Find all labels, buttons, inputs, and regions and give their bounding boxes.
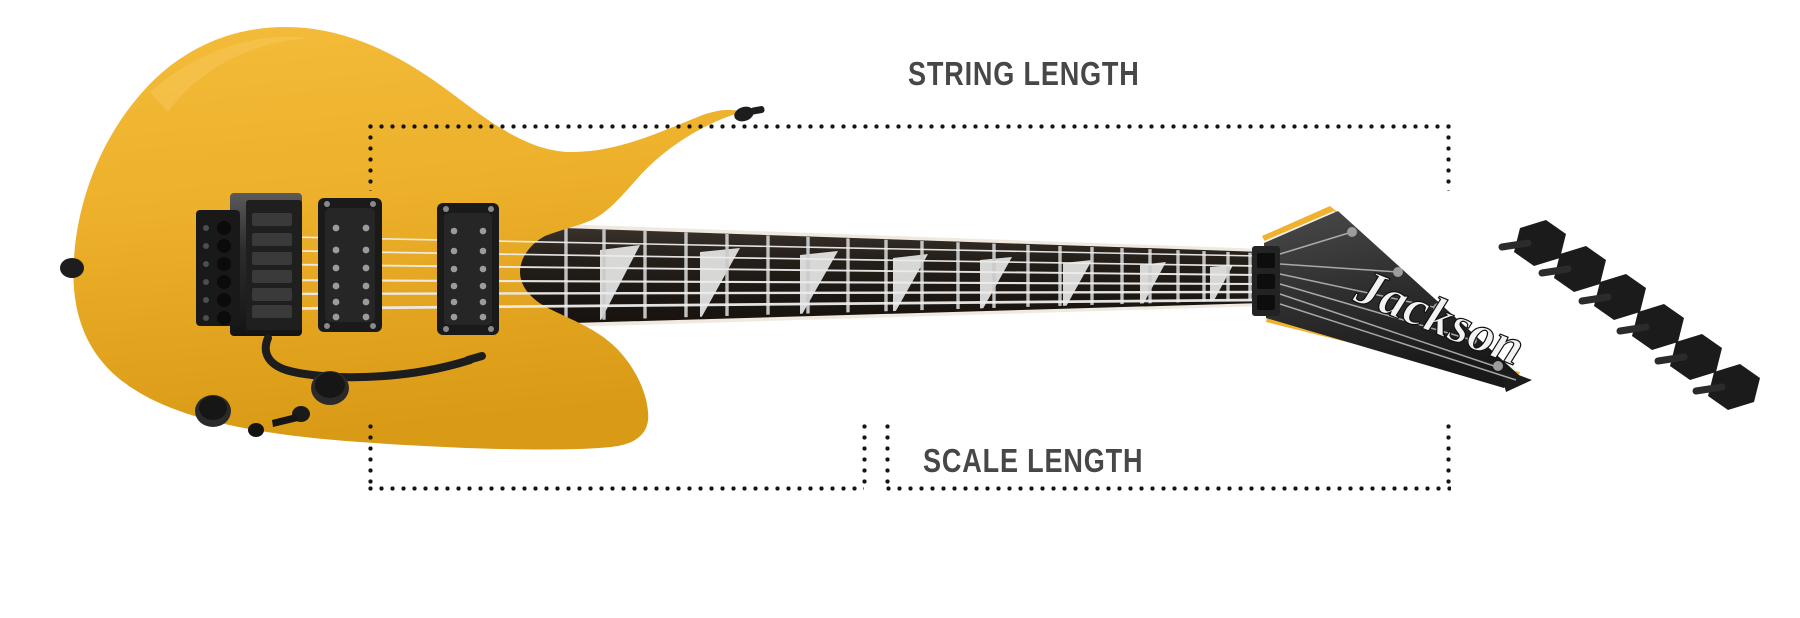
guitar-body bbox=[73, 26, 742, 450]
string-length-horizontal-line bbox=[368, 124, 1451, 129]
tuning-machines bbox=[1514, 220, 1760, 410]
scale-length-inner-tick-nut bbox=[862, 424, 867, 490]
string-anchor-tip bbox=[734, 106, 765, 122]
control-knobs bbox=[195, 371, 349, 437]
string-length-left-tick bbox=[368, 124, 373, 191]
guitar-headstock: Jackson bbox=[1252, 206, 1760, 410]
tremolo-arm bbox=[261, 334, 486, 382]
output-jack bbox=[60, 258, 84, 278]
bridge-pickup bbox=[437, 203, 499, 335]
guitar-neck bbox=[500, 222, 1266, 329]
scale-length-horizontal-line-left bbox=[368, 486, 864, 491]
guitar-strings bbox=[239, 235, 1259, 311]
scale-length-inner-tick-bridge bbox=[885, 424, 890, 490]
scale-length-label: SCALE LENGTH bbox=[923, 442, 1144, 479]
neck-pickup bbox=[318, 198, 382, 332]
string-length-label: STRING LENGTH bbox=[908, 55, 1140, 92]
scale-length-right-tick bbox=[1446, 424, 1451, 490]
scale-length-left-tick bbox=[368, 424, 373, 490]
scale-length-horizontal-line-right bbox=[886, 486, 1451, 491]
floyd-rose-tremolo bbox=[196, 193, 302, 336]
string-length-right-tick bbox=[1446, 124, 1451, 191]
